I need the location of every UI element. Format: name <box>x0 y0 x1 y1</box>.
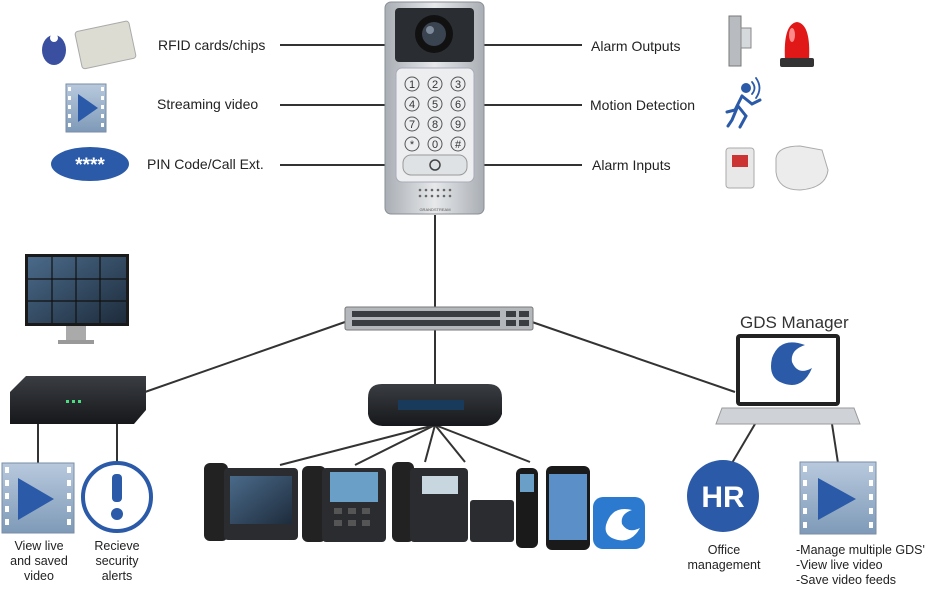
key-hash: # <box>455 139 462 151</box>
key-5: 5 <box>432 99 438 111</box>
pin-code-label: PIN Code/Call Ext. <box>147 156 264 172</box>
gds-manager-title: GDS Manager <box>740 313 849 332</box>
app-icon <box>593 497 645 549</box>
hr-badge-text: HR <box>701 481 745 514</box>
nvr-monitor <box>25 254 129 344</box>
key-2: 2 <box>432 79 438 91</box>
network-switch <box>344 306 534 331</box>
key-9: 9 <box>455 119 461 131</box>
key-6: 6 <box>455 99 461 111</box>
key-3: 3 <box>455 79 461 91</box>
hr-badge-icon <box>687 460 759 532</box>
motion-detection-icon <box>725 77 762 129</box>
door-lock-icon <box>728 15 752 67</box>
streaming-video-icon <box>65 83 107 133</box>
manage-gds-label: -Manage multiple GDS' -View live video -… <box>796 543 925 587</box>
pin-code-icon <box>51 147 129 181</box>
ip-pbx <box>368 384 502 426</box>
streaming-video-label: Streaming video <box>157 96 259 112</box>
ip-phones <box>204 462 590 550</box>
alarm-inputs-label: Alarm Inputs <box>592 157 671 173</box>
manage-video-film-icon <box>799 461 877 535</box>
security-alerts-label: Recieve security alerts <box>94 539 140 583</box>
alarm-sensor-icon <box>725 145 829 191</box>
rfid-icon <box>42 20 137 70</box>
key-4: 4 <box>409 99 415 111</box>
key-0: 0 <box>432 139 438 151</box>
rfid-label: RFID cards/chips <box>158 37 266 53</box>
alert-icon <box>81 461 153 533</box>
pin-mask: **** <box>75 155 105 176</box>
door-station-brand: GRANDSTREAM <box>419 207 450 212</box>
view-live-label: View live and saved video <box>10 539 68 583</box>
key-1: 1 <box>409 79 415 91</box>
key-8: 8 <box>432 119 438 131</box>
key-star: * <box>410 139 415 151</box>
motion-detection-label: Motion Detection <box>590 97 696 113</box>
nvr-device <box>10 376 146 424</box>
door-station <box>384 1 485 215</box>
office-management-label: Office management <box>687 543 761 572</box>
view-video-film-icon <box>1 462 75 534</box>
keypad: 1 2 3 4 5 6 7 8 9 * 0 # GRANDSTREAM <box>404 76 466 212</box>
alarm-outputs-label: Alarm Outputs <box>591 38 681 54</box>
key-7: 7 <box>409 119 415 131</box>
laptop-gds-manager <box>715 334 861 425</box>
siren-icon <box>780 22 814 67</box>
connector-lines <box>37 44 839 466</box>
